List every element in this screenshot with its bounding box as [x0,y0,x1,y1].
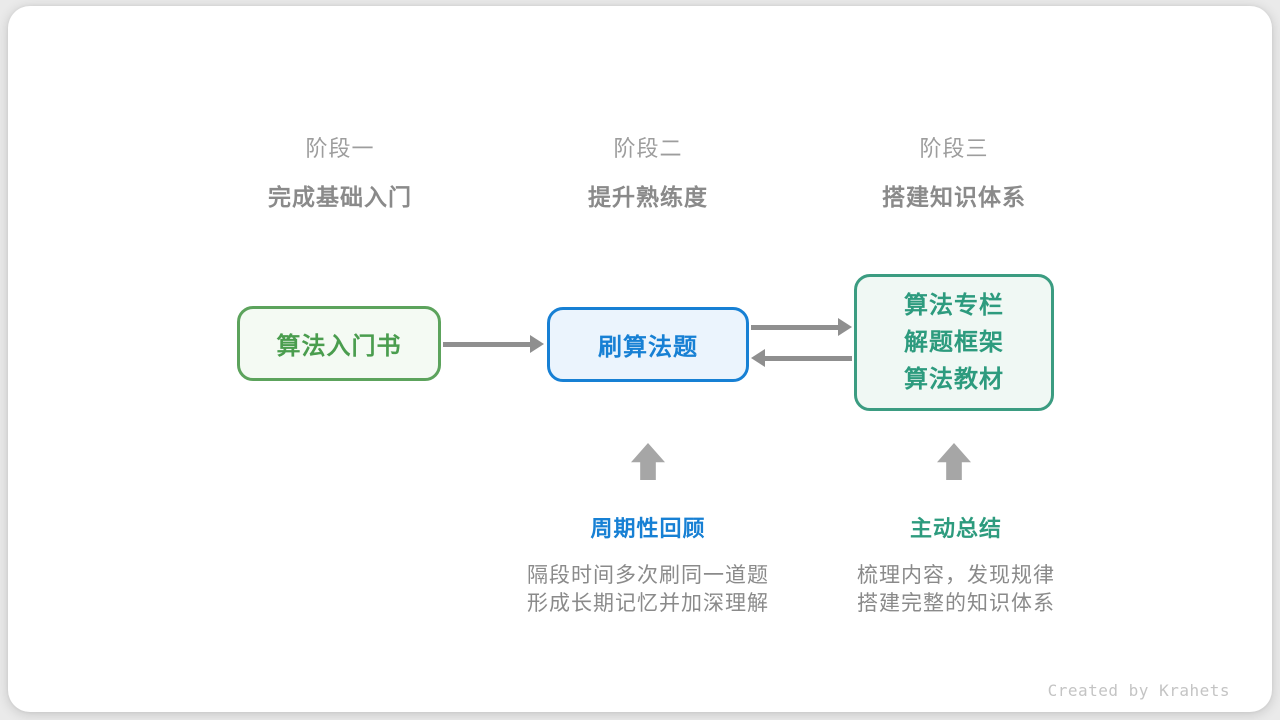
stage-3-label: 阶段三 [919,136,989,161]
stage-header-3: 阶段三 搭建知识体系 [794,134,1114,212]
arrow-practice-to-resources-icon [751,318,852,336]
annotation-periodic-review: 周期性回顾 隔段时间多次刷同一道题 形成长期记忆并加深理解 [468,514,828,618]
annotation-active-summary: 主动总结 梳理内容，发现规律 搭建完整的知识体系 [776,514,1136,618]
annotation-review-desc-line-1: 隔段时间多次刷同一道题 [527,564,769,587]
up-arrow-summarize-icon [937,443,971,480]
annotation-review-desc: 隔段时间多次刷同一道题 形成长期记忆并加深理解 [468,562,828,618]
node-knowledge-resources: 算法专栏 解题框架 算法教材 [854,274,1054,411]
annotation-review-desc-line-2: 形成长期记忆并加深理解 [527,592,769,615]
annotation-review-title: 周期性回顾 [590,516,706,541]
stage-2-title: 提升熟练度 [588,184,708,210]
annotation-summary-desc-line-1: 梳理内容，发现规律 [857,564,1055,587]
stage-2-label: 阶段二 [613,136,683,161]
arrow-intro-to-practice-icon [443,335,544,353]
arrow-resources-to-practice-icon [751,349,852,367]
node-practice-problems-label: 刷算法题 [598,334,698,361]
annotation-summary-title: 主动总结 [909,516,1002,541]
stage-header-2: 阶段二 提升熟练度 [488,134,808,212]
node-intro-book-label: 算法入门书 [276,333,402,360]
arrow-head [530,335,544,353]
annotation-summary-desc: 梳理内容，发现规律 搭建完整的知识体系 [776,562,1136,618]
node-resources-line-2: 解题框架 [904,329,1004,356]
diagram-card: 阶段一 完成基础入门 阶段二 提升熟练度 阶段三 搭建知识体系 算法入门书 刷算… [8,6,1272,712]
arrow-line [763,355,852,361]
node-intro-book: 算法入门书 [237,306,441,381]
node-practice-problems: 刷算法题 [547,307,749,382]
stage-header-1: 阶段一 完成基础入门 [180,134,500,212]
credit-text: Created by Krahets [1047,681,1230,700]
node-resources-line-3: 算法教材 [904,366,1004,393]
arrow-line [443,341,532,347]
annotation-summary-desc-line-2: 搭建完整的知识体系 [857,592,1055,615]
stage-1-label: 阶段一 [305,136,375,161]
arrow-head [838,318,852,336]
stage-3-title: 搭建知识体系 [882,184,1026,210]
up-arrow-review-icon [631,443,665,480]
arrow-line [751,324,840,330]
node-resources-line-1: 算法专栏 [904,292,1004,319]
arrow-head [751,349,765,367]
stage-1-title: 完成基础入门 [268,184,412,210]
